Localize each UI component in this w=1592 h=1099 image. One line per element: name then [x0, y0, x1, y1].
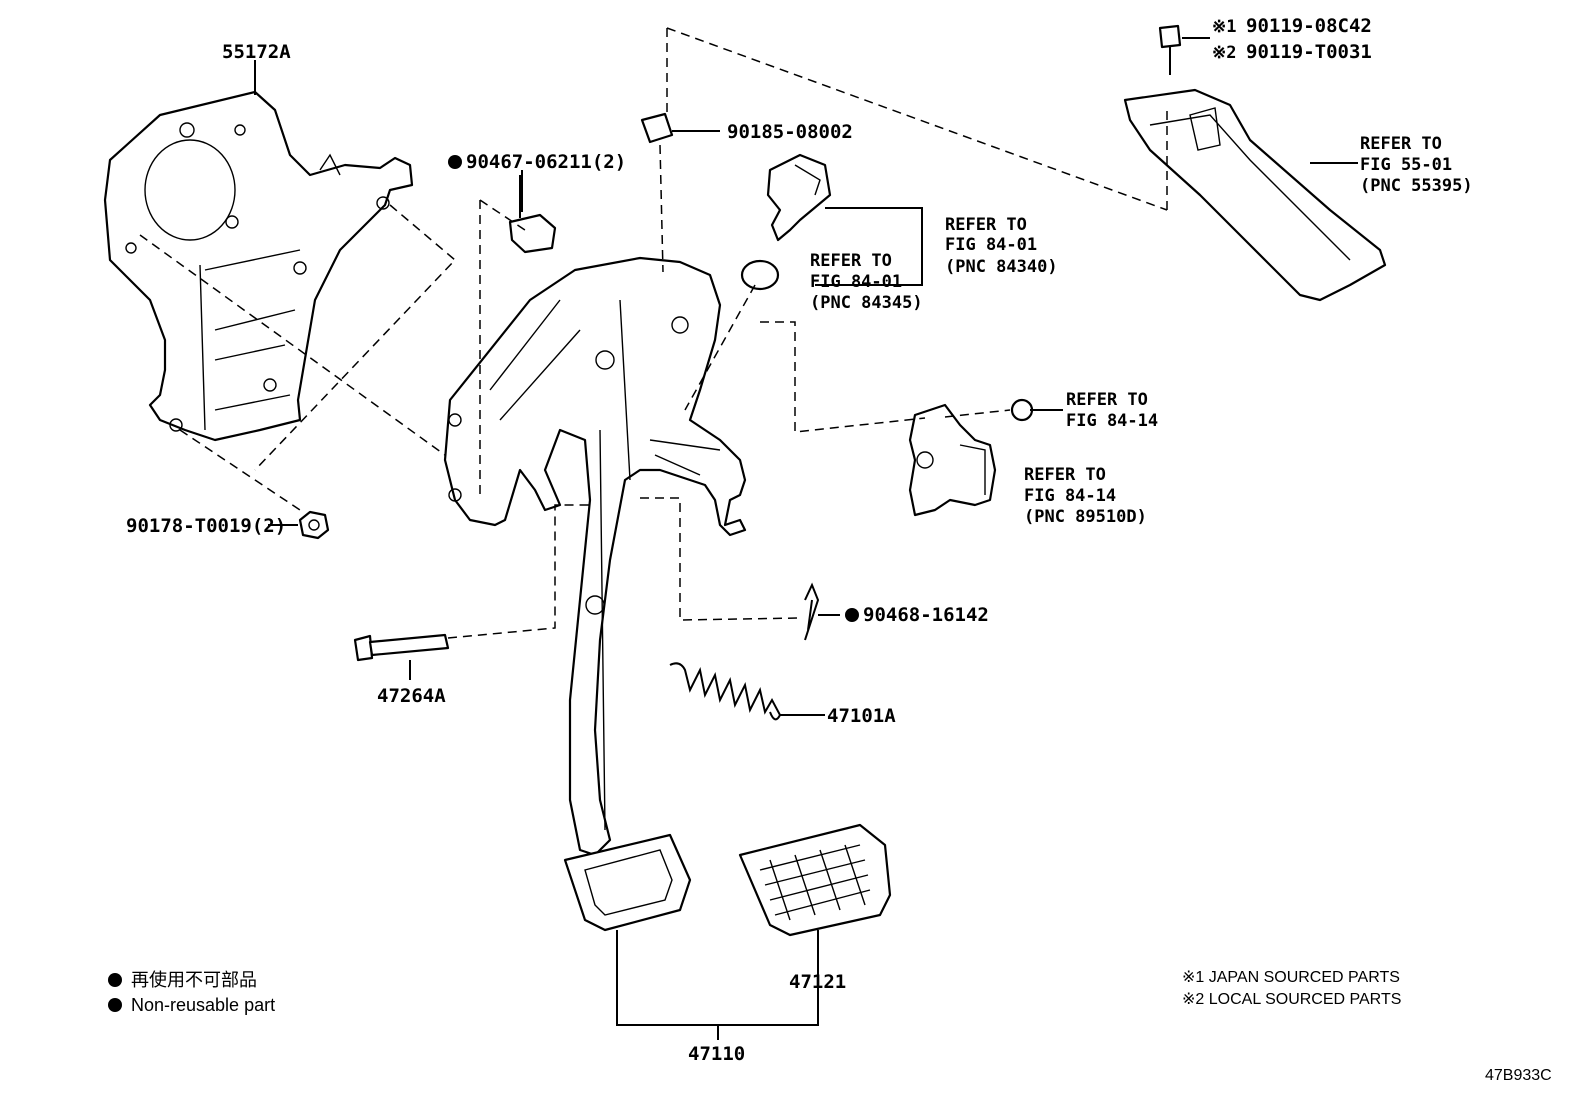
non-reusable-legend: 再使用不可部品 Non-reusable part — [108, 970, 275, 1015]
ref-line: FIG 55-01 — [1360, 155, 1452, 175]
ref-line: REFER TO — [1360, 134, 1442, 154]
spring-part-number: 47101A — [827, 705, 896, 727]
ref-line: (PNC 84345) — [810, 293, 923, 313]
ref-line: FIG 84-01 — [810, 272, 902, 292]
leader-lines — [254, 37, 1358, 1040]
japan-sourced-note: ※1 JAPAN SOURCED PARTS — [1182, 969, 1400, 986]
bracket-part-number: 55172A — [222, 41, 291, 63]
sensor-nut-reference: REFER TO FIG 84-14 — [1066, 390, 1158, 431]
bolt-local-mark: ※2 — [1212, 43, 1236, 63]
pedal-assembly-part-number: 47110 — [688, 1043, 745, 1065]
figure-code: 47B933C — [1485, 1067, 1552, 1084]
ref-line: REFER TO — [945, 215, 1027, 235]
non-reusable-dot-icon — [845, 608, 859, 622]
clip-nut-part-number: 90185-08002 — [727, 121, 853, 143]
dashed-assembly-lines — [139, 27, 1168, 639]
non-reusable-dot-icon — [108, 973, 122, 987]
non-reusable-dot-icon — [108, 998, 122, 1012]
hardware-drawings — [298, 24, 1387, 721]
pin-part-number: 47264A — [377, 685, 446, 707]
legend-jp-text: 再使用不可部品 — [131, 970, 257, 990]
sourcing-legend: ※1 JAPAN SOURCED PARTS ※2 LOCAL SOURCED … — [1182, 969, 1401, 1008]
bolt-local-part-number: 90119-T0031 — [1246, 41, 1372, 63]
bolt-jp-part-number: 90119-08C42 — [1246, 15, 1372, 37]
lock-clip-part-number: 90467-06211(2) — [466, 151, 626, 173]
sensor-reference: REFER TO FIG 84-14 (PNC 89510D) — [1024, 465, 1147, 527]
ref-line: REFER TO — [1066, 390, 1148, 410]
pedal-pad-drawing — [738, 823, 892, 937]
ref-line: FIG 84-01 — [945, 235, 1037, 255]
ref-line: (PNC 84340) — [945, 257, 1058, 277]
ref-line: REFER TO — [810, 251, 892, 271]
pedal-assembly-drawing — [443, 256, 747, 932]
ref-line: FIG 84-14 — [1024, 486, 1116, 506]
ref-line: (PNC 55395) — [1360, 176, 1473, 196]
pedal-bracket-drawing — [103, 90, 414, 442]
ref-line: (PNC 89510D) — [1024, 507, 1147, 527]
pedal-pad-part-number: 47121 — [789, 971, 846, 993]
local-sourced-note: ※2 LOCAL SOURCED PARTS — [1182, 991, 1401, 1008]
bolt-jp-mark: ※1 — [1212, 17, 1236, 37]
legend-en-text: Non-reusable part — [131, 995, 275, 1015]
ref-line: REFER TO — [1024, 465, 1106, 485]
nut-part-number: 90178-T0019(2) — [126, 515, 286, 537]
cotter-part-number: 90468-16142 — [863, 604, 989, 626]
ref-line: FIG 84-14 — [1066, 411, 1158, 431]
switch-reference: REFER TO FIG 84-01 (PNC 84340) — [945, 215, 1058, 277]
cover-reference: REFER TO FIG 55-01 (PNC 55395) — [1360, 134, 1473, 196]
cushion-reference: REFER TO FIG 84-01 (PNC 84345) — [810, 251, 923, 313]
non-reusable-dot-icon — [448, 155, 462, 169]
